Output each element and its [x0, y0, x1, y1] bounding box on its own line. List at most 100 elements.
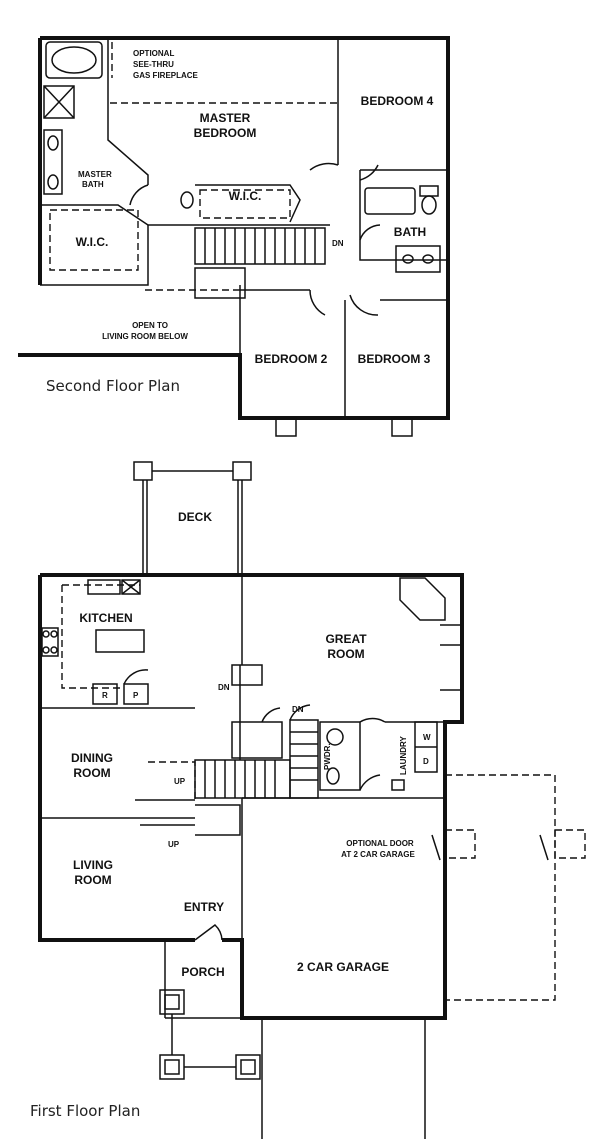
optional-door-label-line1: OPTIONAL DOOR: [346, 839, 414, 848]
wic-left-label: W.I.C.: [76, 235, 109, 249]
dryer-label: D: [423, 757, 429, 766]
fireplace-note-line2: SEE-THRU: [133, 60, 174, 69]
living-label-line2: ROOM: [74, 873, 111, 887]
svg-text:BATH: BATH: [394, 225, 426, 239]
svg-text:UP: UP: [168, 840, 180, 849]
svg-text:GAS FIREPLACE: GAS FIREPLACE: [133, 71, 199, 80]
cooktop: [41, 627, 59, 657]
svg-text:PWDR.: PWDR.: [323, 743, 332, 770]
svg-text:2 CAR GARAGE: 2 CAR GARAGE: [297, 960, 389, 974]
bath-label: BATH: [394, 225, 426, 239]
porch-label: PORCH: [181, 965, 224, 979]
second-floor-outer-wall: [18, 36, 450, 420]
porch-post-2: [159, 1054, 185, 1080]
svg-text:DN: DN: [218, 683, 230, 692]
bedroom3-label: BEDROOM 3: [358, 352, 431, 366]
kitchen-island: [95, 629, 145, 653]
washer-label: W: [423, 733, 431, 742]
living-label-line1: LIVING: [73, 858, 113, 872]
master-bath-label-line1: MASTER: [78, 170, 112, 179]
master-bath-label-line2: BATH: [82, 180, 104, 189]
optional-garage-extension: [445, 774, 556, 1001]
range-label: R: [102, 691, 108, 700]
svg-text:OPEN TO: OPEN TO: [132, 321, 168, 330]
svg-text:W.I.C.: W.I.C.: [76, 235, 109, 249]
svg-text:OPTIONAL: OPTIONAL: [133, 49, 174, 58]
second-floor-plan: OPTIONAL SEE-THRU GAS FIREPLACE MASTER B…: [18, 36, 450, 437]
kitchen-counter-outline: [61, 584, 140, 689]
svg-text:BEDROOM 2: BEDROOM 2: [255, 352, 328, 366]
fireplace-note-line1: OPTIONAL: [133, 49, 174, 58]
optional-door-label-line2: AT 2 CAR GARAGE: [341, 850, 415, 859]
svg-text:LIVING: LIVING: [73, 858, 113, 872]
svg-text:UP: UP: [174, 777, 186, 786]
kitchen-label: KITCHEN: [79, 611, 132, 625]
svg-text:MASTER: MASTER: [200, 111, 251, 125]
svg-text:DN: DN: [292, 705, 304, 714]
first-floor-caption: First Floor Plan: [30, 1102, 140, 1120]
shower: [43, 85, 75, 119]
fireplace: [399, 577, 446, 621]
deck-label: DECK: [178, 510, 212, 524]
svg-text:BATH: BATH: [82, 180, 104, 189]
svg-text:LIVING ROOM BELOW: LIVING ROOM BELOW: [102, 332, 188, 341]
svg-text:OPTIONAL DOOR: OPTIONAL DOOR: [346, 839, 414, 848]
master-bedroom-label-line2: BEDROOM: [194, 126, 257, 140]
svg-text:W.I.C.: W.I.C.: [229, 189, 262, 203]
porch-post-3: [235, 1054, 261, 1080]
svg-text:BEDROOM 3: BEDROOM 3: [358, 352, 431, 366]
svg-text:Second Floor Plan: Second Floor Plan: [46, 377, 180, 395]
tub-bath: [364, 187, 416, 215]
svg-text:DN: DN: [332, 239, 344, 248]
porch-post-1: [159, 989, 185, 1015]
svg-text:KITCHEN: KITCHEN: [79, 611, 132, 625]
dn-stair-label: DN: [292, 705, 304, 714]
svg-text:ROOM: ROOM: [73, 766, 110, 780]
up-left-label: UP: [174, 777, 186, 786]
open-to-label-line1: OPEN TO: [132, 321, 168, 330]
svg-text:D: D: [423, 757, 429, 766]
master-bedroom-label-line1: MASTER: [200, 111, 251, 125]
svg-text:W: W: [423, 733, 431, 742]
powder-label: PWDR.: [323, 743, 332, 770]
wic-center-label: W.I.C.: [229, 189, 262, 203]
laundry-label: LAUNDRY: [399, 736, 408, 775]
first-floor-plan: DECK KITCHEN GREAT ROOM R P DN DN DINING…: [30, 461, 586, 1139]
svg-text:BEDROOM 4: BEDROOM 4: [361, 94, 434, 108]
svg-text:ROOM: ROOM: [327, 647, 364, 661]
svg-text:BEDROOM: BEDROOM: [194, 126, 257, 140]
bedroom2-label: BEDROOM 2: [255, 352, 328, 366]
svg-text:DINING: DINING: [71, 751, 113, 765]
svg-text:R: R: [102, 691, 108, 700]
great-room-label-line1: GREAT: [325, 632, 367, 646]
dining-label-line1: DINING: [71, 751, 113, 765]
tub-master: [45, 41, 103, 79]
wic-left-outline: [49, 209, 139, 271]
entry-label: ENTRY: [184, 900, 224, 914]
svg-text:AT 2 CAR GARAGE: AT 2 CAR GARAGE: [341, 850, 415, 859]
svg-text:ENTRY: ENTRY: [184, 900, 224, 914]
svg-text:DECK: DECK: [178, 510, 212, 524]
svg-text:LAUNDRY: LAUNDRY: [399, 736, 408, 775]
up-lower-label: UP: [168, 840, 180, 849]
deck-post-right: [232, 461, 252, 481]
pantry: [123, 683, 149, 705]
svg-text:ROOM: ROOM: [74, 873, 111, 887]
deck-post-left: [133, 461, 153, 481]
svg-text:PORCH: PORCH: [181, 965, 224, 979]
bedroom4-label: BEDROOM 4: [361, 94, 434, 108]
fireplace-note-line3: GAS FIREPLACE: [133, 71, 199, 80]
pantry-label: P: [133, 691, 139, 700]
svg-text:GREAT: GREAT: [325, 632, 367, 646]
stair-down-label: DN: [332, 239, 344, 248]
dining-label-line2: ROOM: [73, 766, 110, 780]
great-room-label-line2: ROOM: [327, 647, 364, 661]
stair-upper: [194, 227, 326, 265]
svg-text:First Floor Plan: First Floor Plan: [30, 1102, 140, 1120]
dn-left-label: DN: [218, 683, 230, 692]
svg-text:P: P: [133, 691, 139, 700]
svg-text:MASTER: MASTER: [78, 170, 112, 179]
open-to-label-line2: LIVING ROOM BELOW: [102, 332, 188, 341]
refrigerator: [92, 683, 118, 705]
